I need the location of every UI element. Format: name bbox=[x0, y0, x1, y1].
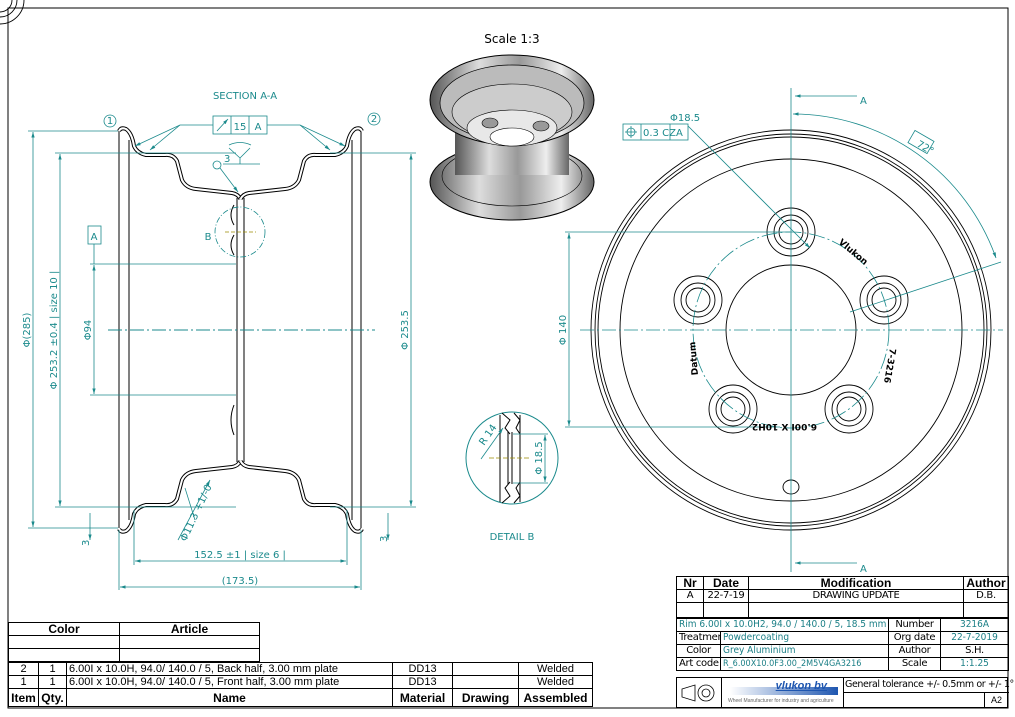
author: S.H. bbox=[940, 644, 1010, 658]
dim-w1525: 152.5 ±1 | size 6 | bbox=[194, 550, 286, 561]
dim-w1735: (173.5) bbox=[222, 576, 259, 587]
company-tagline: Wheel Manufacturer for industry and agri… bbox=[728, 698, 834, 704]
detail-title: DETAIL B bbox=[490, 532, 535, 543]
angle-dim: 72° bbox=[915, 139, 936, 157]
dim-d94: Φ94 bbox=[83, 320, 94, 341]
section-marker-bottom: A bbox=[860, 564, 867, 575]
org-date: 22-7-2019 bbox=[940, 631, 1010, 645]
dim-d285: Φ(285) bbox=[22, 313, 33, 348]
detail-radius: R 14 bbox=[477, 423, 499, 448]
bolt-circle-dim: Φ 140 bbox=[558, 315, 569, 345]
part-number: 3216A bbox=[940, 618, 1010, 632]
balloon-1: 1 bbox=[107, 116, 113, 127]
company-name: vlukon bv bbox=[775, 680, 827, 692]
iso-scale-label: Scale 1:3 bbox=[484, 32, 539, 46]
runout-datum: A bbox=[255, 122, 262, 133]
stamp-datum: Datum bbox=[688, 341, 701, 375]
treatment: Powdercoating bbox=[719, 631, 890, 645]
part-description: Rim 6.00I x 10.0H2, 94.0 / 140.0 / 5, 18… bbox=[675, 618, 890, 632]
projection-symbol-icon bbox=[681, 684, 715, 702]
art-code: R_6.00X10.0F3.00_2M5V4GA3216 bbox=[719, 657, 890, 671]
balloon-2: 2 bbox=[371, 114, 377, 125]
stamp-number: 7-3216 bbox=[881, 347, 897, 383]
company-logo: vlukon bv Wheel Manufacturer for industr… bbox=[721, 678, 844, 707]
dim-three-right: 3 bbox=[379, 536, 390, 542]
logo-tolerance-row: vlukon bv Wheel Manufacturer for industr… bbox=[676, 677, 1014, 708]
position-tolerance: 0.3 CZ bbox=[643, 128, 676, 139]
position-datum: A bbox=[676, 128, 683, 139]
sheet-size: A2 bbox=[984, 693, 1008, 707]
general-tolerance: General tolerance +/- 0.5mm or +/- 1° bbox=[843, 678, 1014, 693]
section-view: SECTION A-A bbox=[22, 91, 416, 590]
sheet-border bbox=[7, 7, 1009, 709]
dim-d113: Φ11.3 +1/-0 bbox=[179, 483, 215, 543]
detail-dia: Φ 18.5 bbox=[534, 441, 545, 474]
isometric-view: Scale 1:3 bbox=[429, 32, 595, 221]
section-title: SECTION A-A bbox=[213, 91, 277, 102]
title-block: Rim 6.00I x 10.0H2, 94.0 / 140.0 / 5, 18… bbox=[675, 618, 1010, 671]
header-color: Color bbox=[8, 622, 120, 636]
color: Grey Aluminium bbox=[719, 644, 890, 658]
dim-d2535: Φ 253.5 bbox=[400, 310, 411, 350]
detail-b-marker: B bbox=[205, 232, 212, 243]
weld-size: 3 bbox=[224, 154, 230, 165]
dim-three-left: 3 bbox=[81, 540, 92, 546]
stamp-brand: Vlukon bbox=[836, 238, 869, 268]
stamp-size: 6.00I X 10H2 bbox=[752, 421, 817, 431]
header-article: Article bbox=[119, 622, 260, 636]
hole-dia: Φ18.5 bbox=[670, 113, 700, 124]
runout-tolerance: 15 bbox=[234, 122, 247, 133]
scale: 1:1.25 bbox=[940, 657, 1010, 671]
section-marker-top: A bbox=[860, 96, 867, 107]
datum-a-label: A bbox=[91, 232, 98, 243]
dim-d2532: Φ 253.2 ±0.4 | size 10 | bbox=[49, 271, 60, 390]
detail-b-view: Φ 18.5 R 14 DETAIL B bbox=[465, 411, 559, 543]
